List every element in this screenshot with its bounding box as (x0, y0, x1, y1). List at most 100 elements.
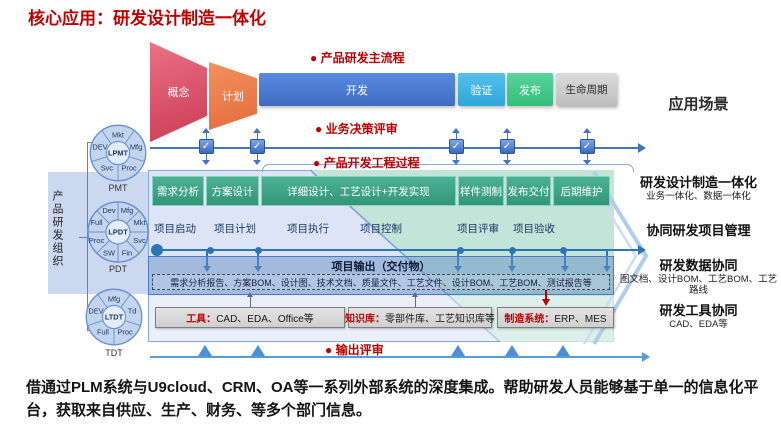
sector-label: Proc (89, 236, 105, 245)
dashed-connector (455, 133, 457, 139)
arrow-down-icon (503, 160, 511, 165)
process-stage-requirements: 需求分析 (152, 176, 204, 206)
dashed-connector (256, 133, 258, 139)
process-stage-release-delivery: 发布交付 (506, 176, 551, 206)
team-center-label: LTDT (105, 312, 124, 321)
stage-label: 验证 (470, 84, 493, 97)
engineering-process-label: ● 产品开发工程过程 (313, 156, 420, 170)
sector-label: Mfg (121, 206, 134, 215)
tool-connector (249, 297, 251, 307)
decision-checkpoint: ✓ (448, 128, 464, 165)
arrow-up-icon (246, 292, 253, 297)
process-stage-detailed-design: 详细设计、工艺设计+开发实现 (261, 176, 456, 206)
dashed-connector (586, 154, 588, 160)
org-vertical-label: 产品研发组织 (51, 190, 63, 268)
funnel-stage-verify: 验证 (458, 73, 505, 106)
sector-label: Fin (122, 248, 132, 257)
sector-label: Svc (133, 236, 146, 245)
scenario-item-tool-collaboration: 研发工具协同 CAD、EDA等 (616, 303, 781, 331)
scenario-item-project-management: 协同研发项目管理 (616, 224, 781, 239)
dashed-connector (455, 154, 457, 160)
arrow-down-icon (202, 160, 210, 165)
scenario-subtitle: 图文档、设计BOM、工艺BOM、工艺路线 (619, 274, 778, 296)
sector-label: DEV (88, 306, 103, 315)
funnel-stage-concept: 概念 (150, 42, 207, 142)
pdt-team-wheel: Dev Mfg Mkt Svc Fin SW Proc Full LPDT (87, 201, 149, 263)
arrow-up-icon (503, 128, 511, 133)
sector-label: SW (103, 248, 116, 257)
output-review-line (150, 356, 642, 358)
project-output-header: 项目输出（交付物） (331, 261, 431, 273)
process-stage-sample-test: 样件测制 (458, 176, 504, 206)
knowledge-base-box: 知识库：零部件库、工艺知识库等 (345, 307, 495, 328)
checkbox-check-icon: ✓ (448, 139, 464, 154)
tool-items: ERP、MES (554, 314, 607, 325)
review-triangle-icon (556, 345, 570, 356)
sector-label: Proc (121, 164, 137, 173)
team-center-label: LPMT (108, 148, 129, 157)
sector-label: Full (97, 328, 109, 337)
output-review-label: ● 输出评审 (325, 343, 384, 357)
process-stage-maintenance: 后期维护 (553, 176, 610, 206)
stage-label: 发布 (519, 84, 541, 97)
timeline-dot (508, 246, 516, 254)
page-title: 核心应用：研发设计制造一体化 (28, 9, 266, 28)
tool-category-label: 知识库： (345, 314, 385, 325)
dashed-connector (205, 154, 207, 160)
org-bracket (87, 142, 88, 330)
sector-label: Mfg (108, 294, 120, 303)
scenario-subtitle: CAD、EDA等 (669, 319, 728, 330)
stage-label: 计划 (222, 91, 244, 103)
dashed-connector (506, 154, 508, 160)
dashed-connector (586, 133, 588, 139)
decision-checkpoint: ✓ (198, 128, 214, 165)
stage-label: 开发 (346, 84, 368, 97)
tools-box: 工具：CAD、EDA、Office等 (155, 307, 345, 328)
checkbox-check-icon: ✓ (499, 139, 515, 154)
arrow-down-icon (253, 160, 261, 165)
project-phase-execution: 项目执行 (287, 223, 329, 235)
process-stage-scheme-design: 方案设计 (206, 176, 259, 206)
sector-label: Proc (117, 328, 133, 337)
arrow-up-icon (583, 128, 591, 133)
sector-label: Dev (102, 206, 116, 215)
review-triangle-icon (505, 345, 519, 356)
arrow-up-icon (253, 128, 261, 133)
arrow-down-icon (542, 299, 550, 306)
manufacturing-system-box: 制造系统：ERP、MES (497, 307, 614, 328)
project-phase-review: 项目评审 (457, 223, 499, 235)
arrow-up-icon (452, 128, 460, 133)
decision-review-line (150, 147, 638, 149)
footer-description: 借通过PLM系统与U9cloud、CRM、OA等一系列外部系统的深度集成。帮助研… (26, 379, 759, 419)
project-timeline (152, 249, 638, 251)
check-glyph: ✓ (201, 141, 211, 152)
decision-checkpoint: ✓ (579, 128, 595, 165)
dashed-connector (256, 154, 258, 160)
tool-items: CAD、EDA、Office等 (216, 314, 314, 325)
arrow-up-icon (411, 292, 418, 297)
decision-review-label: ● 业务决策评审 (315, 122, 398, 136)
review-triangle-icon (251, 345, 265, 356)
tool-connector (414, 297, 416, 307)
sector-label: Svc (101, 164, 114, 173)
timeline-dot (151, 244, 163, 256)
funnel-stage-develop: 开发 (259, 73, 455, 106)
scenario-title: 研发工具协同 (659, 303, 738, 318)
check-glyph: ✓ (582, 141, 592, 152)
tdt-team-name: TDT (105, 348, 123, 358)
manufacturing-arrow (545, 290, 547, 300)
dashed-connector (205, 133, 207, 139)
team-center-label: LPDT (108, 227, 128, 236)
scenario-title: 研发数据协同 (659, 258, 738, 273)
application-scenarios-header: 应用场景 (668, 96, 729, 113)
timeline-dot (254, 246, 262, 254)
pdt-team-name: PDT (109, 264, 127, 274)
sector-label: DEV (92, 142, 107, 151)
check-glyph: ✓ (252, 141, 262, 152)
engineering-process-bracket (262, 164, 634, 172)
timeline-dot (456, 246, 464, 254)
tool-items: 零部件库、工艺知识库等 (385, 314, 495, 325)
timeline-dot (559, 246, 567, 254)
arrow-right-icon (638, 143, 646, 153)
decision-checkpoint: ✓ (249, 128, 265, 165)
